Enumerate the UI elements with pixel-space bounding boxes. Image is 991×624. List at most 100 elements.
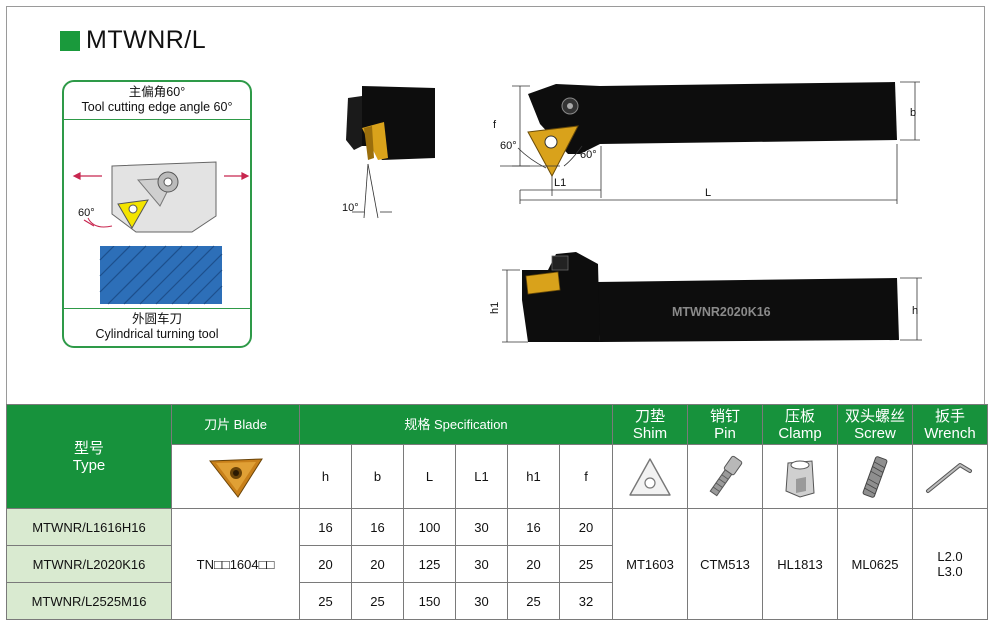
shim-icon [629, 457, 671, 496]
angle-right-label: 60° [580, 149, 597, 161]
screw-image [837, 444, 913, 509]
angle-box-header: 主偏角60° Tool cutting edge angle 60° [64, 82, 250, 120]
pin-cn: 销钉 [709, 407, 740, 425]
col-header-L1: L1 [455, 444, 508, 509]
row-1-L: 100 [403, 508, 456, 546]
wrench-cn: 扳手 [934, 407, 965, 425]
clamp-icon [785, 459, 815, 498]
row-3-h: 25 [299, 582, 352, 620]
wrench-header: 扳手 Wrench [912, 404, 988, 445]
pin-en: Pin [714, 424, 736, 442]
wrench-code: L2.0 L3.0 [912, 508, 988, 620]
cutting-angle-box: 主偏角60° Tool cutting edge angle 60° [62, 80, 252, 348]
dim-f-label: f [493, 119, 497, 131]
spec-table-wrap: 型号 Type 刀片 Blade 规格 Specification 刀垫 Shi… [6, 404, 988, 620]
screw-header: 双头螺丝 Screw [837, 404, 913, 445]
row-3-L1: 30 [455, 582, 508, 620]
clamp-header: 压板 Clamp [762, 404, 838, 445]
shim-header: 刀垫 Shim [612, 404, 688, 445]
clamp-code: HL1813 [762, 508, 838, 620]
blade-code: TN□□1604□□ [171, 508, 300, 620]
shim-image [612, 444, 688, 509]
clamp-image [762, 444, 838, 509]
image-row: h b L L1 h1 f [7, 444, 988, 509]
dim-b-label: b [910, 107, 916, 119]
insert-icon [208, 457, 263, 498]
col-header-h: h [299, 444, 352, 509]
screw-cn: 双头螺丝 [844, 407, 905, 425]
angle-en-label: Tool cutting edge angle 60° [81, 100, 233, 114]
col-header-h1: h1 [507, 444, 560, 509]
blade-image [171, 444, 300, 509]
shank-marking: MTWNR2020K16 [672, 305, 771, 319]
table-row: MTWNR/L2020K16 20 20 125 30 20 25 [6, 545, 988, 583]
dim-l-label: L [705, 187, 711, 199]
side-view-tool [522, 252, 899, 342]
pin-image [687, 444, 763, 509]
row-2-L: 125 [403, 545, 456, 583]
row-3-f: 32 [559, 582, 613, 620]
angle-left-label: 60° [500, 140, 517, 152]
row-3-h1: 25 [507, 582, 560, 620]
footer-cn-label: 外圆车刀 [131, 312, 182, 326]
row-2-h1: 20 [507, 545, 560, 583]
shim-en: Shim [632, 424, 668, 442]
row-1-type: MTWNR/L1616H16 [6, 508, 172, 546]
spec-header: 规格 Specification [299, 404, 613, 445]
row-2-h: 20 [299, 545, 352, 583]
wrench-en: Wrench [924, 424, 976, 442]
screw-en: Screw [854, 424, 896, 442]
row-3-L: 150 [403, 582, 456, 620]
blade-header: 刀片 Blade [171, 404, 300, 445]
row-2-type: MTWNR/L2020K16 [6, 545, 172, 583]
turning-diagram: 60° [72, 161, 250, 305]
technical-drawing: 10° f b 60° 60° L1 L MTWNR2020K16 [342, 81, 922, 343]
pin-header: 销钉 Pin [687, 404, 763, 445]
row-2-f: 25 [559, 545, 613, 583]
row-1-L1: 30 [455, 508, 508, 546]
side-angle-label: 10° [342, 202, 359, 214]
type-header: 型号 Type [6, 404, 172, 509]
table-row: MTWNR/L1616H16 TN□□1604□□ 16 16 100 30 1… [6, 508, 988, 620]
spec-table: 型号 Type 刀片 Blade 规格 Specification 刀垫 Shi… [6, 404, 988, 620]
row-1-f: 20 [559, 508, 613, 546]
screw-icon [862, 455, 888, 498]
dim-h1-label: h1 [489, 302, 501, 314]
dim-h-label: h [912, 305, 918, 317]
wrench-image [912, 444, 988, 509]
pin-icon [709, 455, 743, 496]
header-row: 型号 Type 刀片 Blade 规格 Specification 刀垫 Shi… [6, 404, 988, 509]
clamp-en: Clamp [778, 424, 822, 442]
shim-cn: 刀垫 [634, 407, 665, 425]
dim-l1-label: L1 [554, 177, 566, 189]
type-cn: 型号 [73, 439, 104, 457]
shim-code: MT1603 [612, 508, 688, 620]
row-1-b: 16 [351, 508, 404, 546]
col-header-L: L [403, 444, 456, 509]
row-3-type: MTWNR/L2525M16 [6, 582, 172, 620]
type-en: Type [72, 456, 106, 474]
angle-box-footer: 外圆车刀 Cylindrical turning tool [64, 308, 250, 346]
angle-cn-label: 主偏角60° [128, 85, 186, 99]
end-view-tool [346, 86, 435, 160]
top-view-tool [527, 82, 897, 178]
table-row: MTWNR/L2525M16 25 25 150 30 25 32 [6, 582, 988, 620]
clamp-cn: 压板 [784, 407, 815, 425]
col-header-b: b [351, 444, 404, 509]
pin-code: CTM513 [687, 508, 763, 620]
row-2-L1: 30 [455, 545, 508, 583]
footer-en-label: Cylindrical turning tool [95, 327, 219, 341]
row-2-b: 20 [351, 545, 404, 583]
col-header-f: f [559, 444, 613, 509]
screw-code: ML0625 [837, 508, 913, 620]
row-3-b: 25 [351, 582, 404, 620]
row-1-h: 16 [299, 508, 352, 546]
page-title: MTWNR/L [60, 26, 206, 55]
title-text: MTWNR/L [86, 26, 207, 54]
wrench-code-2: L3.0 [937, 564, 963, 579]
wrench-code-1: L2.0 [937, 549, 963, 564]
wrench-icon [926, 462, 972, 493]
angle-diagram-label: 60° [78, 207, 95, 219]
row-1-h1: 16 [507, 508, 560, 546]
title-marker [60, 30, 80, 51]
